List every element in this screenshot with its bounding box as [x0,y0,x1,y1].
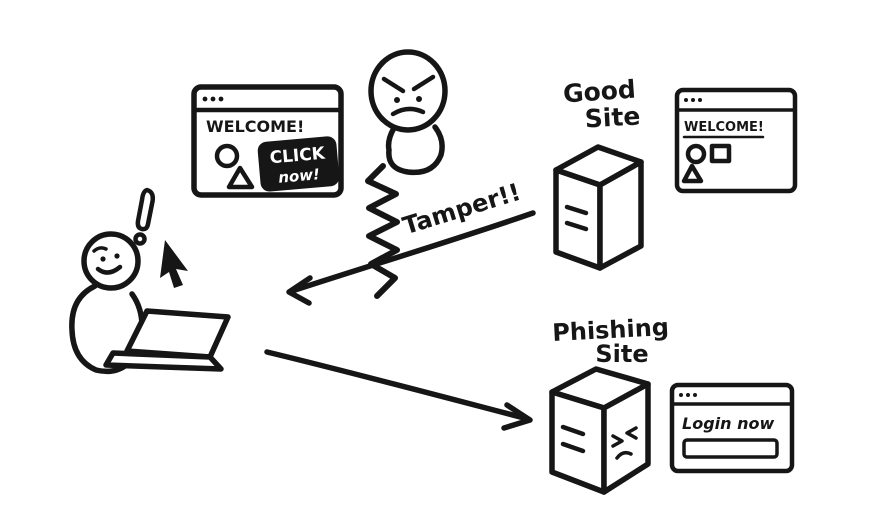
server-slot-1 [564,204,589,216]
window-dots-icon [679,393,697,397]
angry-face-icon [611,426,638,460]
laptop-base [103,350,224,372]
server-slot-2 [560,441,586,454]
arrow-shaft [289,210,536,294]
welcome-text: WELCOME! [684,120,764,135]
tamper-zigzag [365,163,400,299]
click-button-text-line1: CLICK [269,144,327,169]
attacker-left-eyebrow [381,76,406,94]
square-shape [709,143,732,164]
laptop-screen [124,308,231,360]
server-side-face [601,381,651,495]
phishing-browser-window: Login now [669,382,795,474]
arrow-shaft [264,349,531,422]
laptop [103,308,231,372]
good-site-label: Good Site [562,75,641,134]
good-site-browser-window: WELCOME! [674,87,798,194]
arrow-head [286,275,313,306]
attacker-right-eyebrow [411,74,436,92]
click-button-text-line2: now! [277,165,320,187]
server-slot-1 [560,424,586,437]
phishing-site-label-line2: Site [595,340,648,368]
arrow-user-to-phishing-site [264,349,533,431]
login-now-text: Login now [682,414,774,433]
server-slot-2 [564,220,589,232]
window-dots-icon [684,98,702,102]
window-dots-icon [202,96,224,102]
user-right-eye [114,253,120,259]
user-head [81,231,141,291]
circle-shape [685,143,707,165]
tampered-browser-window: WELCOME! CLICK now! [191,84,344,198]
cursor-icon [160,240,188,288]
click-button-background [257,136,340,192]
attacker-left-eye [394,97,400,103]
user-smile [95,264,123,275]
server-side-face [597,159,644,271]
triangle-shape [226,165,255,190]
welcome-text: WELCOME! [206,117,304,136]
phishing-site-label: Phishing Site [552,313,670,368]
phishing-site-label-line1: Phishing [552,313,670,347]
phishing-server [549,366,651,495]
circle-shape [214,143,240,169]
good-site-label-line1: Good [562,75,637,109]
server-front-face [549,389,607,495]
attacker-right-eye [416,96,422,102]
arrow-head [501,402,533,431]
exclamation-dot [133,232,147,246]
browser-frame [674,87,798,194]
login-input-sketch [682,438,779,459]
good-site-label-line2: Site [584,102,641,134]
attacker-body [385,124,445,176]
angry-right-eye [625,426,638,440]
arrow-good-site-to-user [286,210,536,306]
angry-left-eye [611,434,624,448]
server-front-face [553,167,603,271]
click-now-button-sketch: CLICK now! [257,136,340,192]
tamper-label: Tamper!! [399,178,524,240]
attacker-frown [390,106,426,117]
angry-frown [615,450,633,460]
user-left-eye [100,256,106,262]
good-site-server [553,144,644,271]
user-eyebrow [92,246,108,253]
exclamation-mark [135,187,156,232]
attacker-figure [368,49,448,176]
triangle-shape [681,163,704,184]
attacker-head [368,49,448,133]
